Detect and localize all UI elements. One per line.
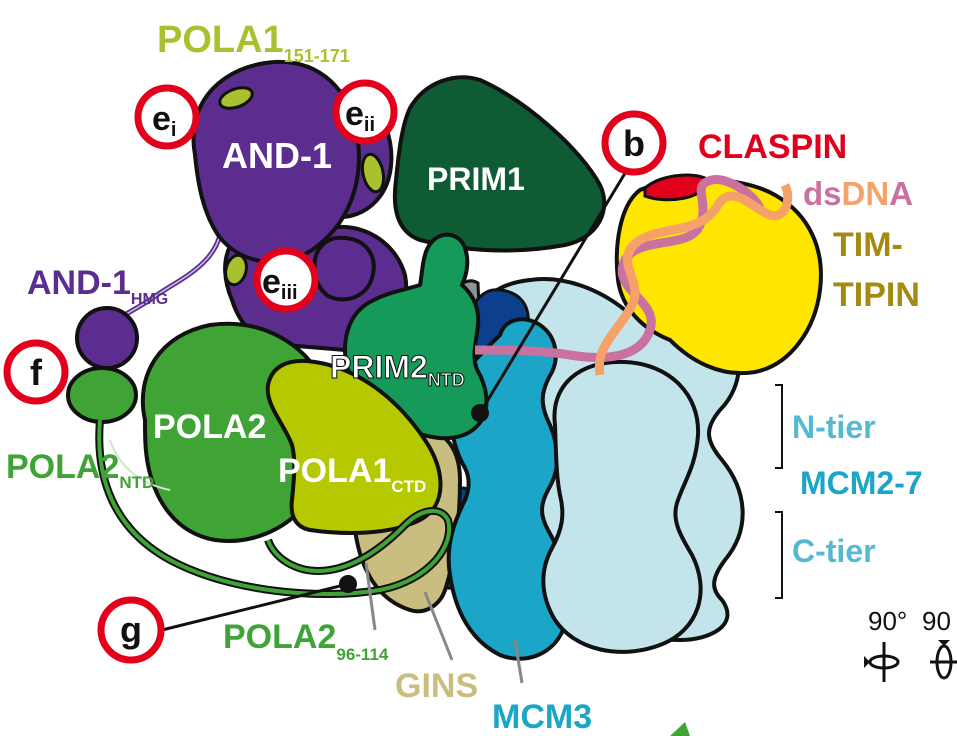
label-prim2-ntd: PRIM2NTD <box>330 349 465 390</box>
marker-g: g <box>97 596 165 664</box>
dna-strand-orange <box>594 183 793 376</box>
marker-ei: ei <box>134 84 200 150</box>
marker-b: b <box>601 110 667 176</box>
label-prim1: PRIM1 <box>427 161 525 197</box>
n-tier-bracket <box>775 384 783 469</box>
svg-text:b: b <box>623 123 645 164</box>
label-mcm3: MCM3 <box>492 698 592 736</box>
label-rotation-2: 90 <box>922 606 951 636</box>
corner-fragment <box>670 722 690 736</box>
marker-g-leader <box>161 582 349 632</box>
label-and1-hmg: AND-1HMG <box>27 264 168 308</box>
label-gins: GINS <box>395 667 478 705</box>
label-and1: AND-1 <box>222 135 332 176</box>
label-pola2-96-114: POLA296-114 <box>223 618 389 664</box>
pola2-96-pointer <box>364 562 377 631</box>
prim1-subunit <box>392 75 607 253</box>
and1-pocket-2 <box>360 152 386 194</box>
marker-g-dot <box>339 575 357 593</box>
label-tim: TIM- <box>833 226 903 264</box>
and1-pocket-1 <box>218 86 254 110</box>
label-claspin: CLASPIN <box>698 128 847 166</box>
marker-eii: eii <box>332 79 398 145</box>
c-tier-bracket <box>775 511 783 599</box>
label-pola2: POLA2 <box>153 408 266 446</box>
svg-text:ei: ei <box>152 100 176 141</box>
marker-b-dot <box>471 404 489 422</box>
mcm3-pointer <box>513 639 524 684</box>
marker-b-leader <box>478 164 632 414</box>
rotate-vertical-icon <box>930 640 957 680</box>
gins-pointer <box>423 591 454 661</box>
label-pola1-151-171: POLA1151-171 <box>157 19 350 66</box>
marker-f: f <box>3 339 69 405</box>
label-c-tier: C-tier <box>792 533 876 569</box>
svg-text:eii: eii <box>345 95 375 136</box>
label-n-tier: N-tier <box>792 409 876 445</box>
label-pola1-ctd: POLA1CTD <box>278 452 426 496</box>
pola2-ntd-domain <box>66 366 138 424</box>
svg-text:g: g <box>120 609 142 650</box>
mcm-front-lobes <box>541 359 703 654</box>
svg-text:f: f <box>30 352 43 393</box>
marker-eiii: eiii <box>253 247 319 313</box>
and1-pocket-3 <box>224 253 248 287</box>
label-dsdna: dsDNA <box>803 175 913 212</box>
label-mcm2-7: MCM2-7 <box>800 465 923 501</box>
label-pola2-ntd: POLA2NTD <box>6 448 154 492</box>
label-rotation-1: 90° <box>868 606 907 636</box>
and1-hmg-domain <box>75 306 139 370</box>
rotate-horizontal-icon <box>864 642 900 682</box>
label-tipin: TIPIN <box>833 276 920 314</box>
svg-text:eiii: eiii <box>262 263 298 304</box>
prim2-subunit <box>343 232 489 441</box>
